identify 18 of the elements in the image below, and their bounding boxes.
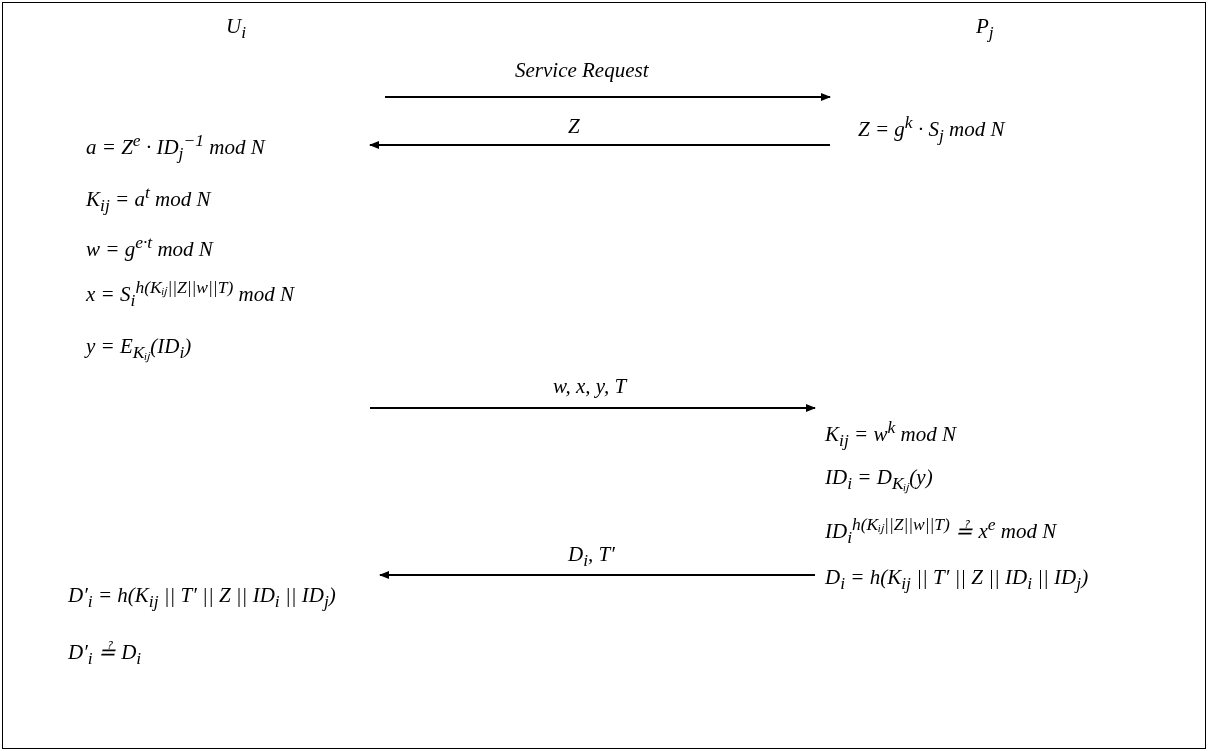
arrow xyxy=(384,93,831,101)
formula: D′$_{i}$ = h(K$_{ij}$ || T′ || Z || ID$_{i}$ || ID$_{j}$) xyxy=(68,583,336,613)
formula: x = S$_{i}$$^{h(Kᵢⱼ||Z||w||T)}$ mod N xyxy=(86,276,294,312)
arrow xyxy=(369,141,831,149)
formula: K$_{ij}$ = w$^{k}$ mod N xyxy=(825,417,956,452)
formula: D′$_{i}$ ≟ D$_{i}$ xyxy=(68,640,142,670)
formula: y = E$_{Kᵢⱼ}$(ID$_{i}$) xyxy=(86,334,192,364)
formula: w = g$^{e·t}$ mod N xyxy=(86,232,213,262)
formula: Z = g$^{k}$ · S$_{j}$ mod N xyxy=(858,112,1005,147)
formula: K$_{ij}$ = a$^{t}$ mod N xyxy=(86,182,211,217)
arrow xyxy=(369,404,816,412)
formula: ID$_{i}$ = D$_{Kᵢⱼ}$(y) xyxy=(825,465,933,495)
arrow xyxy=(379,571,816,579)
party-name: P$_{j}$ xyxy=(976,14,994,44)
formula: D$_{i}$ = h(K$_{ij}$ || T′ || Z || ID$_{i}$ || ID$_{j}$) xyxy=(825,565,1089,595)
formula: ID$_{i}$$^{h(Kᵢⱼ||Z||w||T)}$ ≟ x$^{e}$ mod N xyxy=(825,513,1057,549)
formula: a = Z$^{e}$ · ID$_{j}$$^{−1}$ mod N xyxy=(86,130,265,165)
party-name: U$_{i}$ xyxy=(226,14,247,44)
